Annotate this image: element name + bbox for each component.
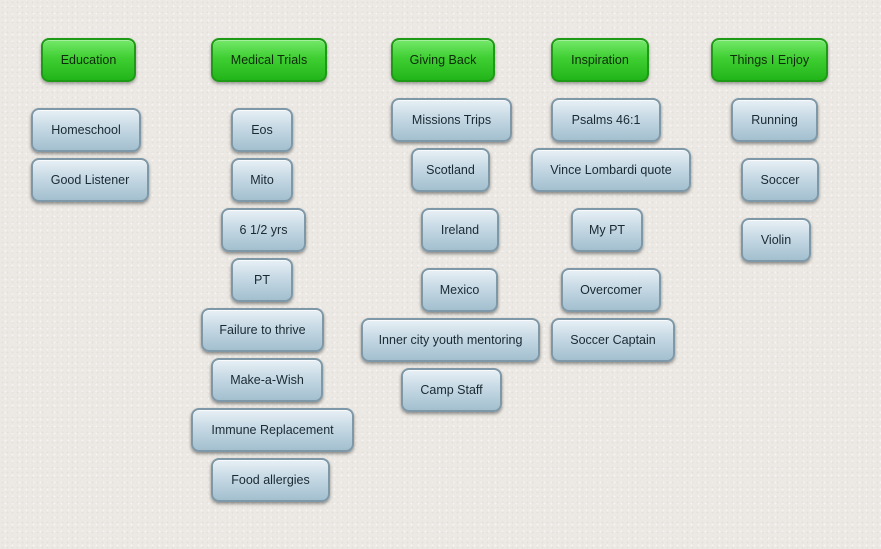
item-scotland[interactable]: Scotland <box>411 148 490 192</box>
item-homeschool[interactable]: Homeschool <box>31 108 141 152</box>
item-6-half-yrs[interactable]: 6 1/2 yrs <box>221 208 306 252</box>
item-vince-lombardi-quote[interactable]: Vince Lombardi quote <box>531 148 691 192</box>
item-missions-trips[interactable]: Missions Trips <box>391 98 512 142</box>
heading-medical-trials[interactable]: Medical Trials <box>211 38 327 82</box>
heading-giving-back[interactable]: Giving Back <box>391 38 495 82</box>
item-violin[interactable]: Violin <box>741 218 811 262</box>
heading-inspiration[interactable]: Inspiration <box>551 38 649 82</box>
item-failure-to-thrive[interactable]: Failure to thrive <box>201 308 324 352</box>
item-soccer-captain[interactable]: Soccer Captain <box>551 318 675 362</box>
item-pt[interactable]: PT <box>231 258 293 302</box>
item-overcomer[interactable]: Overcomer <box>561 268 661 312</box>
item-camp-staff[interactable]: Camp Staff <box>401 368 502 412</box>
item-mexico[interactable]: Mexico <box>421 268 498 312</box>
item-mito[interactable]: Mito <box>231 158 293 202</box>
item-inner-city-youth-mentoring[interactable]: Inner city youth mentoring <box>361 318 540 362</box>
item-running[interactable]: Running <box>731 98 818 142</box>
item-ireland[interactable]: Ireland <box>421 208 499 252</box>
heading-education[interactable]: Education <box>41 38 136 82</box>
item-immune-replacement[interactable]: Immune Replacement <box>191 408 354 452</box>
item-good-listener[interactable]: Good Listener <box>31 158 149 202</box>
item-eos[interactable]: Eos <box>231 108 293 152</box>
item-my-pt[interactable]: My PT <box>571 208 643 252</box>
heading-things-i-enjoy[interactable]: Things I Enjoy <box>711 38 828 82</box>
item-make-a-wish[interactable]: Make-a-Wish <box>211 358 323 402</box>
item-food-allergies[interactable]: Food allergies <box>211 458 330 502</box>
item-psalms-46-1[interactable]: Psalms 46:1 <box>551 98 661 142</box>
item-soccer[interactable]: Soccer <box>741 158 819 202</box>
